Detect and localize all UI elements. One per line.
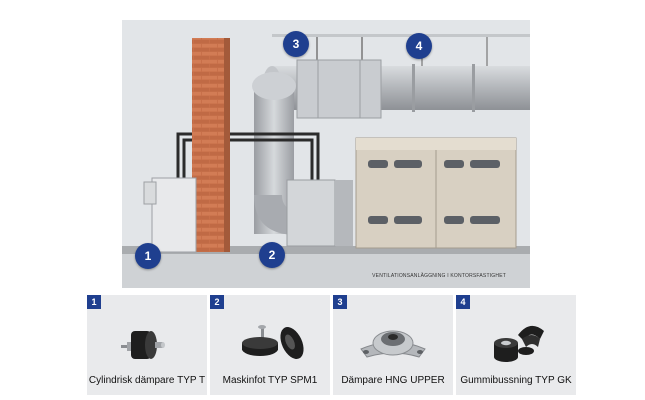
cylindrical-damper-icon <box>121 331 165 359</box>
product-number: 4 <box>456 295 470 309</box>
product-number: 2 <box>210 295 224 309</box>
boiler <box>151 177 197 253</box>
product-label: Gummibussning TYP GK <box>460 375 572 386</box>
brick-wall <box>192 38 224 252</box>
silencer <box>296 59 382 119</box>
floor <box>122 250 530 288</box>
product-label: Maskinfot TYP SPM1 <box>222 375 318 386</box>
ventilation-drawing <box>122 20 530 288</box>
rubber-bushing-icon <box>494 325 544 362</box>
product-label: Dämpare HNG UPPER <box>341 375 445 386</box>
product-number: 3 <box>333 295 347 309</box>
product-card-1[interactable]: 1 Cylindrisk dämpare TYP T <box>87 295 207 395</box>
hng-upper-damper-icon <box>360 330 426 358</box>
product-card-4[interactable]: 4 Gummibussning TYP GK <box>456 295 576 395</box>
product-label: Cylindrisk dämpare TYP T <box>88 375 206 386</box>
callout-marker-4[interactable]: 4 <box>406 33 432 59</box>
product-card-3[interactable]: 3 Dämpare HNG UPPER <box>333 295 453 395</box>
callout-marker-2[interactable]: 2 <box>259 242 285 268</box>
pump-unit <box>286 179 336 247</box>
product-number: 1 <box>87 295 101 309</box>
machine-foot-icon <box>242 325 304 359</box>
callout-marker-3[interactable]: 3 <box>283 31 309 57</box>
scene-caption: VENTILATIONSANLÄGGNING I KONTORSFASTIGHE… <box>372 273 506 279</box>
callout-marker-1[interactable]: 1 <box>135 243 161 269</box>
product-card-2[interactable]: 2 Maskinfot TYP SPM1 <box>210 295 330 395</box>
ventilation-illustration: 1 2 3 4 VENTILATIONSANLÄGGNING I KONTORS… <box>122 20 530 288</box>
